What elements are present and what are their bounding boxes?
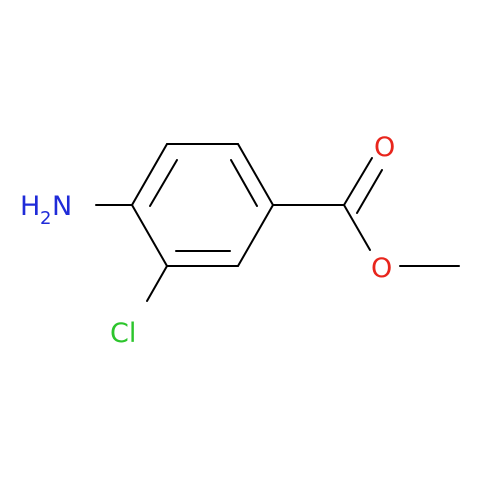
amine-label: H 2 N xyxy=(20,191,72,229)
bond-ring-c6-c1 xyxy=(131,204,168,267)
bond-ring-c3-c4-inner xyxy=(230,159,258,207)
amine-h-count: 2 xyxy=(40,208,51,229)
bond-ring-c1-c2 xyxy=(131,143,168,206)
carbonyl-oxygen-label: O xyxy=(374,132,395,163)
bond-carbonyl-c-o-ester xyxy=(343,204,371,251)
bond-c-cl xyxy=(146,265,168,302)
chlorine-label: Cl xyxy=(110,318,136,349)
amine-n-label: N xyxy=(52,191,72,222)
bond-ring-c1-c2-inner xyxy=(149,159,178,207)
bond-carbonyl-c-o-1 xyxy=(343,157,373,206)
bond-carbonyl-c-o-2 xyxy=(356,169,383,214)
amine-h-label: H xyxy=(20,191,40,222)
ester-oxygen-label: O xyxy=(371,253,392,284)
bond-ring-c3-c4 xyxy=(237,143,274,206)
bond-ring-c4-c5 xyxy=(237,204,274,267)
